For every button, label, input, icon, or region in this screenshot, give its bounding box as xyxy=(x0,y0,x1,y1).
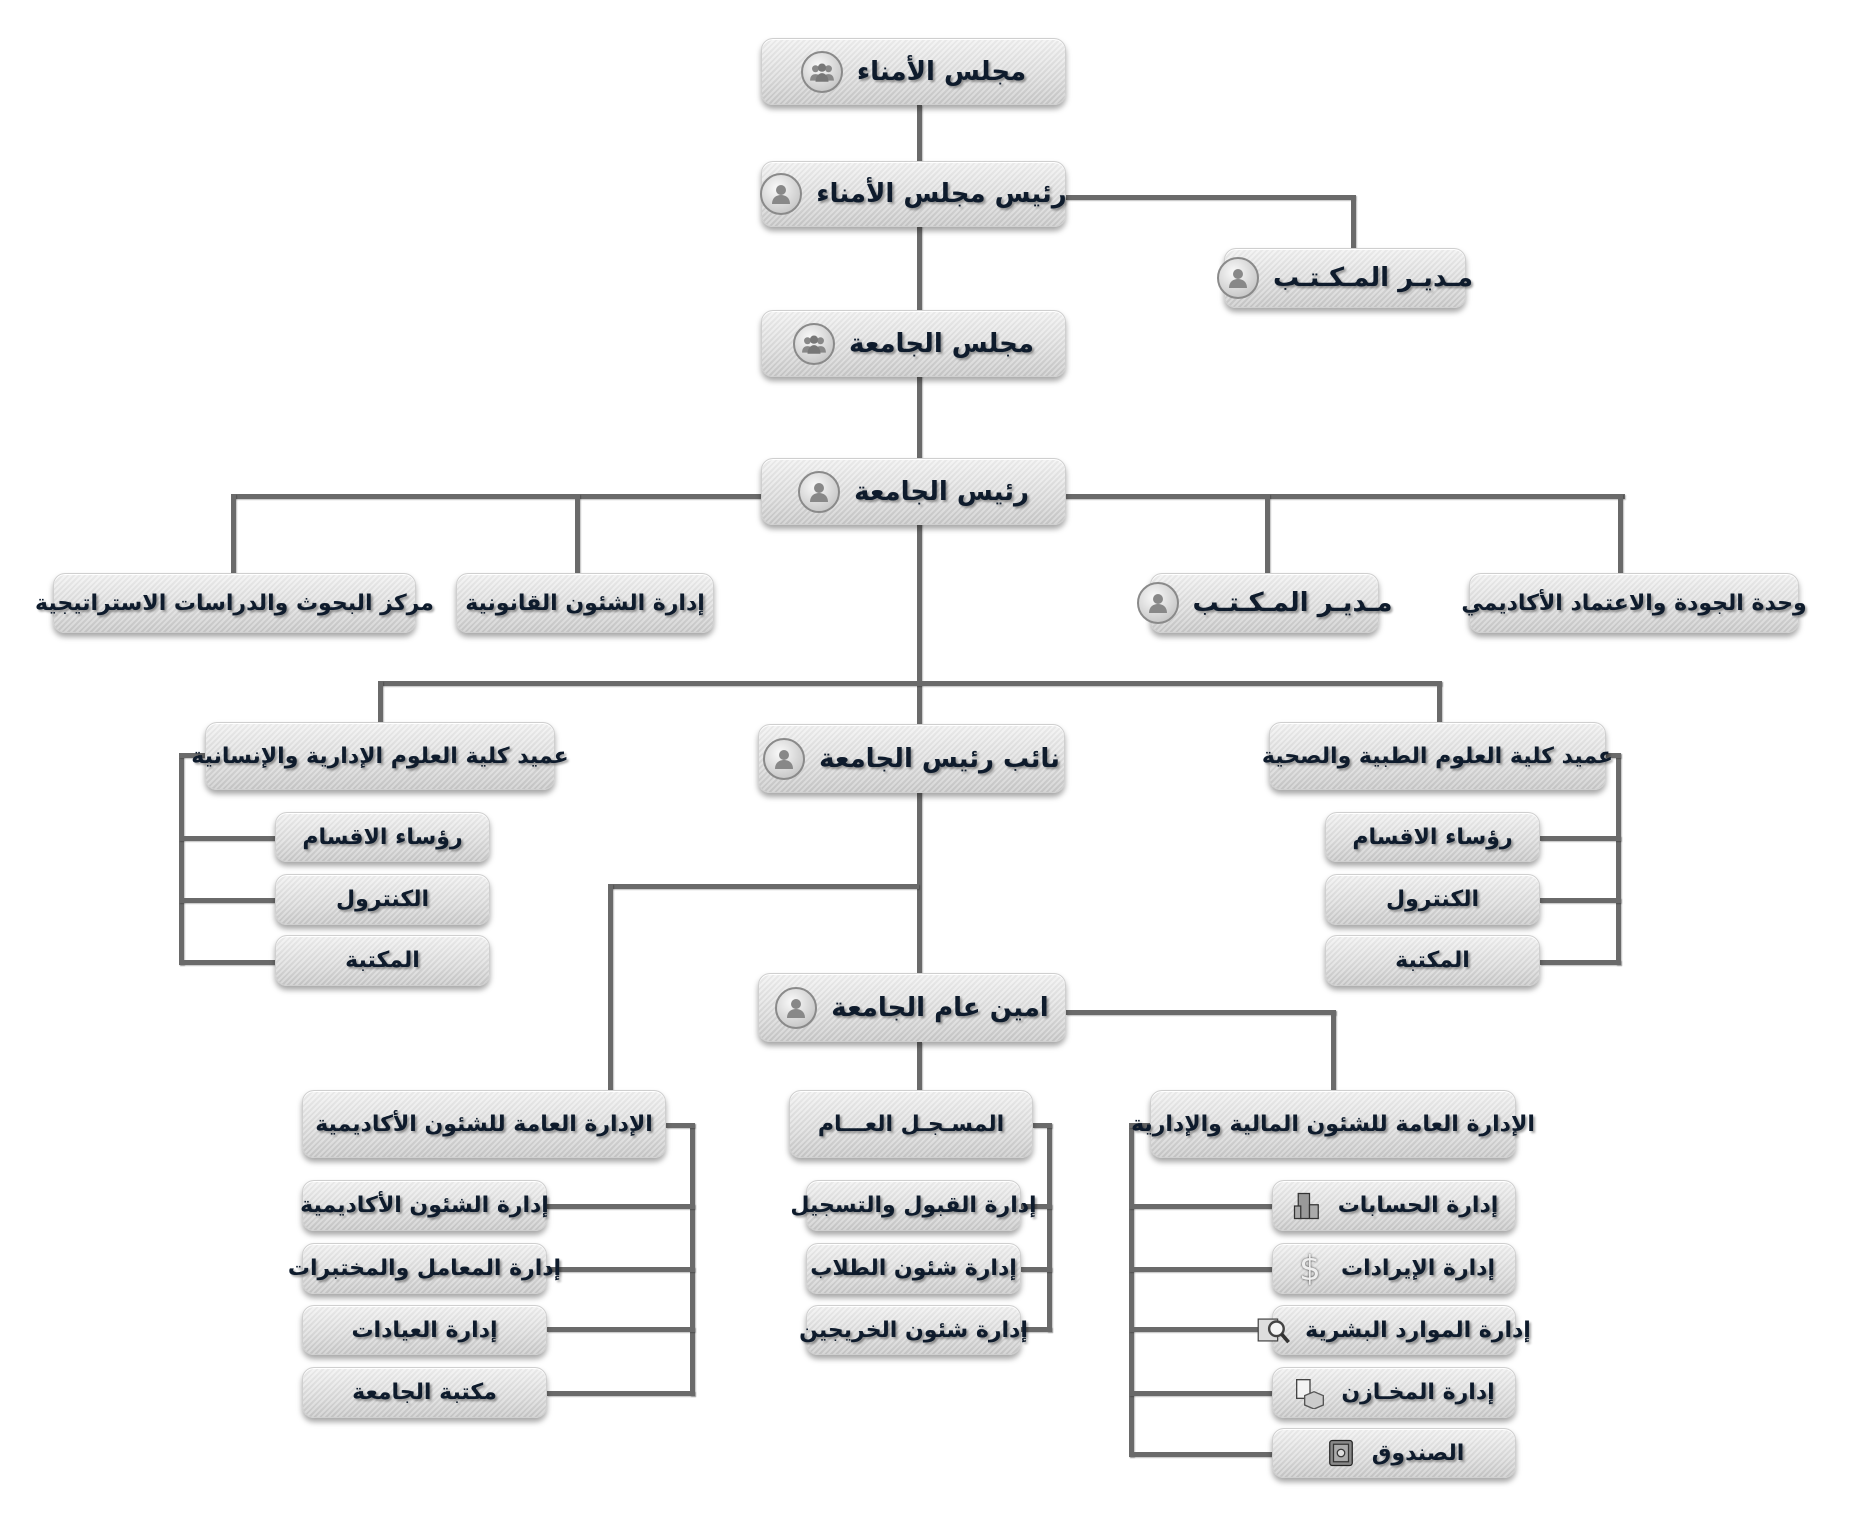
academic-unit: إدارة الشئون الأكاديمية xyxy=(300,1180,549,1231)
node-secretary-general: امين عام الجامعة xyxy=(758,973,1066,1042)
node-label: إدارة الموارد البشرية xyxy=(1305,1317,1531,1343)
node-label: إدارة شئون الخريجين xyxy=(799,1317,1028,1343)
node-label: إدارة الشئون الأكاديمية xyxy=(300,1193,549,1218)
node-label: رئيس الجامعة xyxy=(854,476,1029,507)
node-university-council: مجلس الجامعة xyxy=(761,310,1066,377)
node-board-of-trustees: مجلس الأمناء xyxy=(761,38,1066,105)
node-label: الكنترول xyxy=(336,887,430,912)
person-icon xyxy=(1136,582,1179,624)
node-label: مـديـر المـكـتـب xyxy=(1192,588,1393,618)
node-quality-unit: وحدة الجودة والاعتماد الأكاديمي xyxy=(1461,573,1807,633)
node-label: المكتبة xyxy=(1395,948,1470,973)
node-label: إدارة الشئون القانونية xyxy=(465,590,705,616)
node-label: نائب رئيس الجامعة xyxy=(819,743,1060,774)
node-academic-affairs: الإدارة العامة للشئون الأكاديمية xyxy=(302,1090,666,1158)
registrar-unit: إدارة القبول والتسجيل xyxy=(790,1180,1037,1231)
node-label: رؤساء الاقسام xyxy=(1352,824,1513,850)
accounts-building-icon xyxy=(1290,1189,1324,1223)
node-label: إدارة الحسابات xyxy=(1337,1193,1499,1218)
registrar-unit: إدارة شئون الطلاب xyxy=(806,1243,1021,1294)
node-label: رئيس مجلس الأمناء xyxy=(816,179,1067,209)
node-research-center: مركز البحوث والدراسات الاستراتيجية xyxy=(35,573,434,633)
node-label: مركز البحوث والدراسات الاستراتيجية xyxy=(35,590,434,616)
node-label: وحدة الجودة والاعتماد الأكاديمي xyxy=(1461,590,1807,616)
safe-icon xyxy=(1324,1436,1358,1470)
academic-unit: إدارة العيادات xyxy=(302,1305,547,1355)
node-label: إدارة القبول والتسجيل xyxy=(790,1193,1037,1218)
node-legal-affairs: إدارة الشئون القانونية xyxy=(456,573,714,633)
node-label: مكتبة الجامعة xyxy=(352,1380,497,1405)
node-label: مجلس الأمناء xyxy=(856,56,1027,87)
dean-medical-unit: المكتبة xyxy=(1325,935,1540,986)
person-icon xyxy=(798,470,841,513)
node-university-president: رئيس الجامعة xyxy=(761,458,1066,525)
node-office-manager-board: مـديـر المـكـتـب xyxy=(1217,248,1473,308)
person-icon xyxy=(1217,257,1260,299)
node-label: مجلس الجامعة xyxy=(849,328,1034,359)
node-vice-president: نائب رئيس الجامعة xyxy=(758,724,1065,793)
node-label: عميد كلية العلوم الإدارية والإنسانية xyxy=(191,743,569,769)
node-label: المكتبة xyxy=(345,948,420,973)
node-label: المسـجـل العـــام xyxy=(817,1111,1005,1137)
person-icon xyxy=(760,173,803,215)
dean-admin-unit: الكنترول xyxy=(275,874,490,925)
registrar-unit: إدارة شئون الخريجين xyxy=(799,1305,1028,1355)
node-registrar: المسـجـل العـــام xyxy=(789,1090,1033,1158)
group-icon xyxy=(793,322,836,365)
dean-medical-unit: رؤساء الاقسام xyxy=(1325,812,1540,862)
dean-medical-unit: الكنترول xyxy=(1325,874,1540,925)
node-board-chairman: رئيس مجلس الأمناء xyxy=(760,161,1067,227)
node-label: رؤساء الاقسام xyxy=(302,824,463,850)
dean-admin-unit: رؤساء الاقسام xyxy=(275,812,490,862)
node-label: الكنترول xyxy=(1386,887,1480,912)
node-label: إدارة شئون الطلاب xyxy=(810,1256,1017,1281)
node-label: الإدارة العامة للشئون الأكاديمية xyxy=(315,1111,653,1137)
node-label: عميد كلية العلوم الطبية والصحية xyxy=(1261,743,1614,769)
node-label: امين عام الجامعة xyxy=(831,992,1049,1023)
node-label: إدارة المخـازن xyxy=(1341,1380,1495,1405)
academic-unit: إدارة المعامل والمختبرات xyxy=(288,1243,561,1294)
node-label: إدارة المعامل والمختبرات xyxy=(287,1256,562,1281)
dollar-icon: $ xyxy=(1299,1248,1321,1289)
document-search-icon xyxy=(1257,1313,1291,1347)
node-label: إدارة الإيرادات xyxy=(1340,1256,1496,1281)
node-label: الصندوق xyxy=(1371,1440,1465,1466)
group-icon xyxy=(800,50,843,93)
node-label: إدارة العيادات xyxy=(351,1317,498,1343)
person-icon xyxy=(763,737,806,780)
node-label: الإدارة العامة للشئون المالية والإدارية xyxy=(1131,1111,1535,1137)
finance-unit: إدارة المخـازن xyxy=(1272,1367,1516,1418)
dean-admin-unit: المكتبة xyxy=(275,935,490,986)
finance-unit: إدارة الإيرادات $ xyxy=(1272,1243,1516,1294)
person-icon xyxy=(775,986,818,1029)
node-office-manager: مـديـر المـكـتـب xyxy=(1136,573,1392,633)
node-label: مـديـر المـكـتـب xyxy=(1273,263,1473,293)
node-dean-admin: عميد كلية العلوم الإدارية والإنسانية xyxy=(191,722,569,790)
node-dean-medical: عميد كلية العلوم الطبية والصحية xyxy=(1262,722,1613,790)
node-finance-admin: الإدارة العامة للشئون المالية والإدارية xyxy=(1131,1090,1535,1158)
finance-unit: إدارة الحسابات xyxy=(1272,1180,1516,1231)
finance-unit: إدارة الموارد البشرية xyxy=(1257,1305,1531,1355)
finance-unit: الصندوق xyxy=(1272,1428,1516,1478)
inventory-box-icon xyxy=(1293,1376,1327,1410)
academic-unit: مكتبة الجامعة xyxy=(302,1367,547,1418)
